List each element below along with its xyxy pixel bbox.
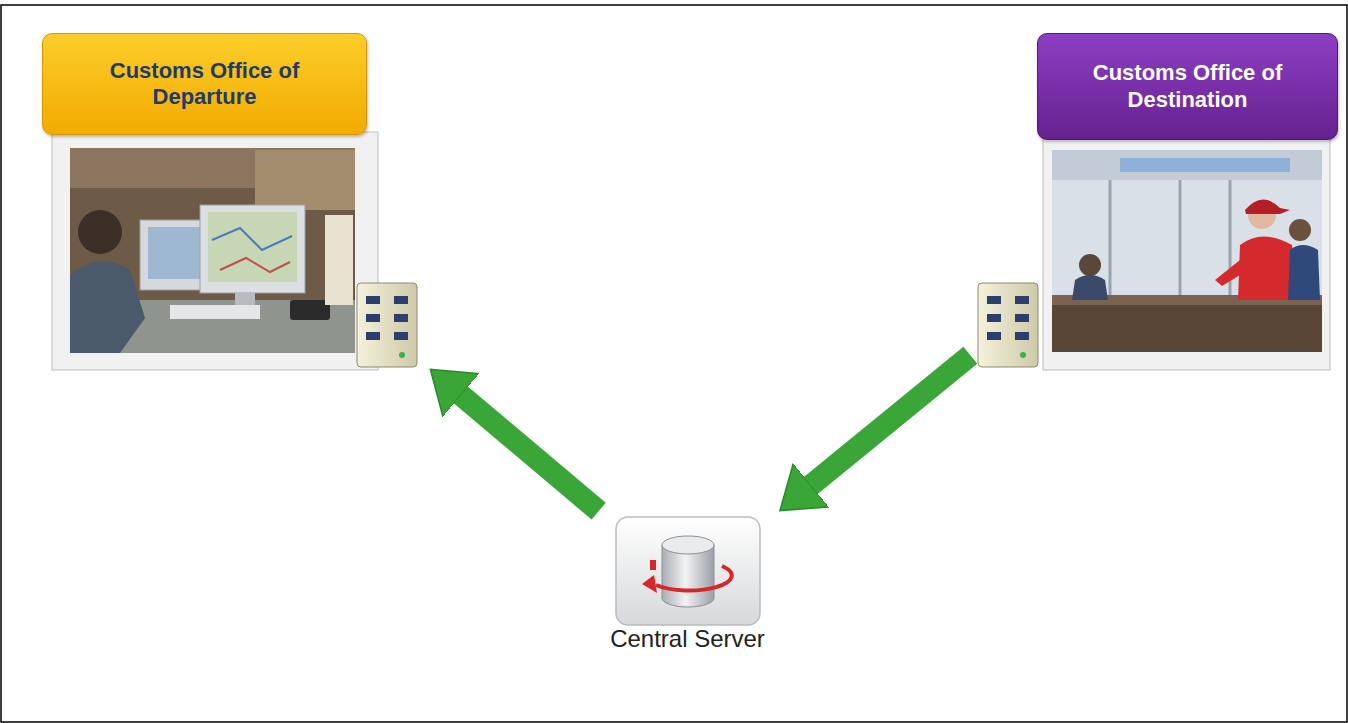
server-icon [978,283,1038,367]
database-icon [662,536,714,554]
office-photo [52,132,378,370]
server-icon [366,314,380,322]
counter-photo [1289,219,1311,241]
office-photo [325,215,353,305]
office-photo [78,210,122,254]
database-icon [642,575,657,593]
server-icon [366,296,380,304]
server-icon [1020,352,1026,358]
office-group: Customs Office of Departure [40,30,425,375]
server-icon [987,332,1001,340]
counter-photo [1120,158,1290,172]
office-photo [220,258,290,272]
office-photo [70,261,145,353]
counter-photo [1245,199,1290,214]
counter-photo [1215,260,1245,286]
header-box: Customs Office of Destination [1037,33,1338,140]
office-title: Customs Office of Departure [85,58,325,111]
counter-photo [1179,180,1182,300]
counter-photo [1229,180,1232,300]
server-node: Central Server [580,515,795,657]
office-group: Customs Office of Destination [975,30,1340,375]
counter-photo [1109,180,1112,300]
server-icon [366,332,380,340]
counter-photo [1052,150,1322,352]
counter-photo [1052,300,1322,352]
counter-photo [1288,245,1320,300]
counter-photo [1079,254,1101,276]
server-icon [1015,296,1029,304]
server-icon [978,283,1038,367]
counter-photo [1043,138,1330,370]
database-icon [616,517,760,625]
server-icon [1015,314,1029,322]
page-frame [1,5,1347,722]
server-icon [987,314,1001,322]
counter-photo [1052,150,1322,180]
server-icon [394,332,408,340]
header-box: Customs Office of Departure [42,33,367,135]
office-photo [235,293,255,305]
database-icon [616,517,760,625]
office-photo [208,212,297,282]
server-icon [357,283,417,367]
office-photo [200,205,305,293]
office-photo [170,305,260,319]
server-icon [399,352,405,358]
server-icon [357,283,417,367]
counter-photo [1072,275,1108,300]
office-title: Customs Office of Destination [1068,60,1308,113]
flow-arrow [460,394,599,511]
office-photo [212,228,292,250]
server-icon [987,296,1001,304]
office-photo [255,150,355,210]
office-photo [52,132,378,370]
server-label: Central Server [580,625,795,653]
server-icon [394,314,408,322]
server-icon [394,296,408,304]
database-icon [656,566,732,590]
office-photo [290,300,330,320]
server-icon [1015,332,1029,340]
office-photo [70,148,355,353]
database-icon [650,560,656,570]
counter-photo [1043,138,1330,370]
flow-arrow [810,355,970,486]
page-frame [1,5,1347,722]
